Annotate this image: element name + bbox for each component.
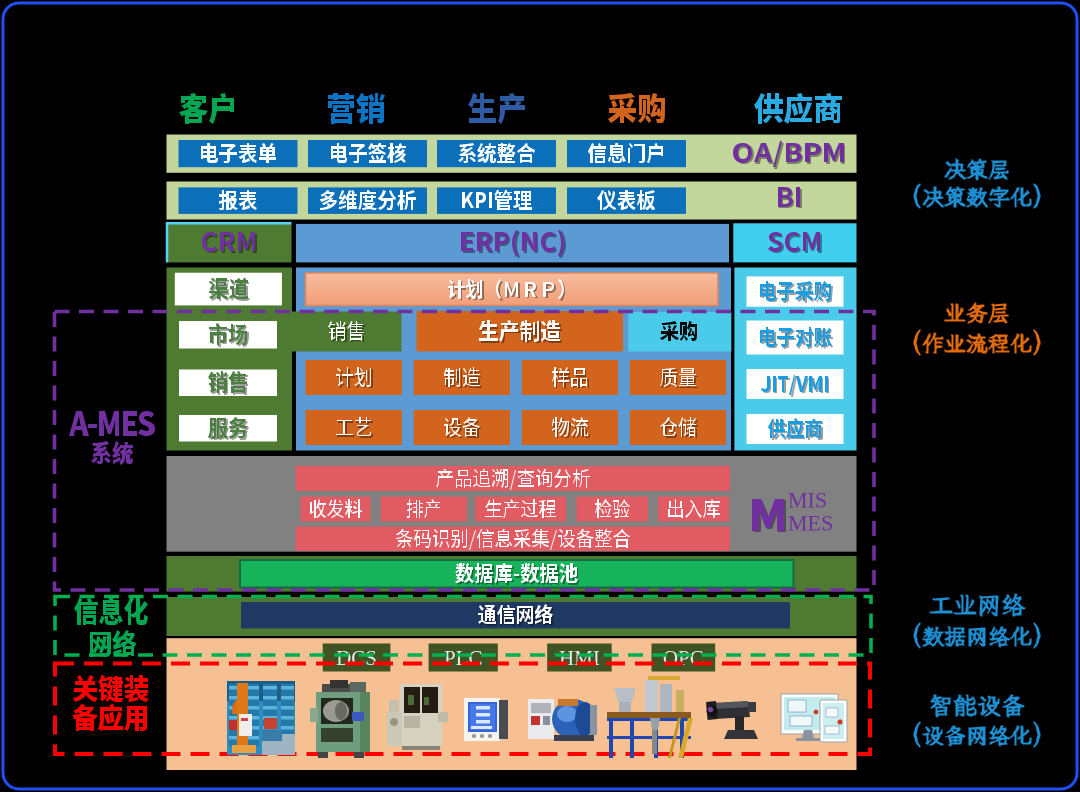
svg-text:HMI: HMI xyxy=(559,646,600,670)
svg-text:OPC: OPC xyxy=(663,646,704,670)
svg-text:MES: MES xyxy=(788,511,833,536)
svg-text:MIS: MIS xyxy=(788,488,827,513)
svg-text:DCS: DCS xyxy=(336,646,377,670)
svg-text:PLC: PLC xyxy=(444,646,483,670)
